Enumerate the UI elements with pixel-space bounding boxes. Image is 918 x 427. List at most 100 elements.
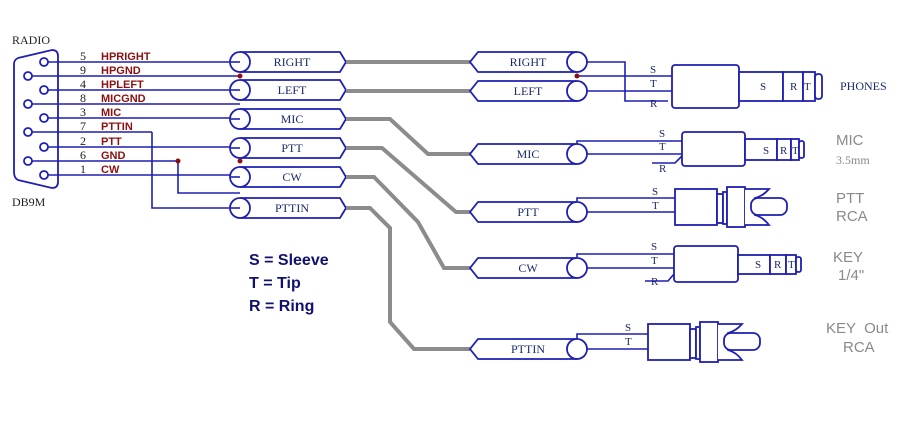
connector-label-right: RIGHT (510, 55, 547, 69)
contact-label: R (659, 163, 667, 175)
phones-label: PHONES (840, 79, 887, 93)
connector-socket (566, 201, 588, 223)
ptt-sleeve-wire (576, 197, 675, 202)
connector-label-ptt: PTT (281, 141, 303, 155)
connector-body-cw (468, 257, 577, 279)
pin-number: 6 (80, 148, 86, 162)
legend-sleeve: S = Sleeve (249, 252, 329, 269)
key-plug-handle (673, 245, 739, 283)
legend-ring: R = Ring (249, 298, 314, 315)
pin-name: MIC (101, 107, 121, 119)
mic-plug-sleeve (744, 138, 778, 161)
pin-number: 4 (80, 77, 86, 91)
mic-size-label: 3.5mm (836, 153, 870, 167)
connector-label-pttin: PTTIN (511, 342, 545, 356)
key-sleeve-wire (576, 253, 674, 258)
ptt-plug-pin (750, 197, 788, 216)
connector-label-cw: CW (282, 170, 302, 184)
pin-number: 9 (80, 63, 86, 77)
contact-label: S (625, 322, 631, 334)
pin-socket (23, 71, 33, 81)
connector-body-right (468, 51, 577, 73)
pin-name: GND (101, 150, 126, 162)
gnd-route (177, 161, 240, 194)
key-size-label: 1/4" (838, 267, 864, 284)
key-plug-end (795, 256, 802, 273)
pin-name: HPGND (101, 65, 141, 77)
keyout-plug-grip (699, 321, 719, 363)
pin-number: 2 (80, 134, 86, 148)
connector-socket (566, 338, 588, 360)
contact-label: T (792, 145, 799, 157)
pin-name: HPLEFT (101, 79, 144, 91)
mic-sleeve-wire (576, 140, 682, 144)
phones-right-wire (587, 61, 668, 102)
pin-socket (23, 156, 33, 166)
connector-label-pttin: PTTIN (275, 201, 309, 215)
contact-label: R (780, 145, 788, 157)
connector-label-left: LEFT (514, 84, 543, 98)
pin-socket (39, 85, 49, 95)
mic-label: MIC (836, 132, 864, 149)
pin-name: HPRIGHT (101, 51, 151, 63)
connector-socket (566, 257, 588, 279)
ptt-plug-grip (726, 186, 746, 228)
junction-dot (175, 158, 181, 164)
cable-cw (346, 175, 470, 270)
legend-tip: T = Tip (249, 275, 301, 292)
contact-label: T (651, 255, 658, 267)
mic-plug-end (798, 140, 805, 159)
junction-dot (237, 158, 243, 164)
key-ring-wire (645, 273, 675, 282)
mic-ring-wire (652, 155, 683, 164)
ptt-plug-collar (716, 193, 724, 224)
pin-name: MICGND (101, 93, 146, 105)
connector-label-cw: CW (518, 261, 538, 275)
junction-dot (237, 73, 243, 79)
keyout-plug-pin (723, 332, 761, 351)
connector-body-ptt (468, 201, 577, 223)
contact-label: R (651, 276, 659, 288)
pin-socket (23, 99, 33, 109)
connector-socket (566, 80, 588, 102)
phones-plug-sleeve (738, 71, 784, 102)
cables (346, 60, 470, 351)
contact-label: S (659, 128, 665, 140)
contact-label: S (651, 241, 657, 253)
contact-label: S (650, 64, 656, 76)
connector-label-mic: MIC (281, 112, 304, 126)
contact-label: S (763, 145, 769, 157)
contact-label: T (788, 259, 795, 271)
contact-label: R (790, 81, 798, 93)
contact-label: R (650, 98, 658, 110)
keyout-plug-collar (689, 328, 697, 359)
key-plug-sleeve (737, 254, 771, 275)
phones-plug-end (814, 73, 823, 100)
left-wires (32, 61, 243, 209)
pin-socket (39, 57, 49, 67)
pin-number: 5 (80, 49, 86, 63)
cable-mic (346, 117, 470, 156)
pttin-route (151, 132, 240, 209)
connector-body-mic (468, 143, 577, 165)
radio-label: RADIO (12, 33, 50, 47)
pin-number: 8 (80, 91, 86, 105)
db9m-label: DB9M (12, 195, 46, 209)
ptt-rca-label: RCA (836, 208, 868, 225)
connector-label-mic: MIC (517, 147, 540, 161)
junction-dot (574, 73, 580, 79)
connector-body-pttin (468, 338, 577, 360)
connector-socket (566, 143, 588, 165)
pin-name: PTTIN (101, 121, 133, 133)
mic-plug-handle (681, 131, 746, 167)
cable-pttin (346, 206, 470, 351)
connector-body-left (468, 80, 577, 102)
key-label: KEY (833, 249, 863, 266)
keyout-plug-body (647, 323, 691, 361)
pin-name: CW (101, 164, 120, 176)
connector-socket (566, 51, 588, 73)
pin-socket (23, 127, 33, 137)
